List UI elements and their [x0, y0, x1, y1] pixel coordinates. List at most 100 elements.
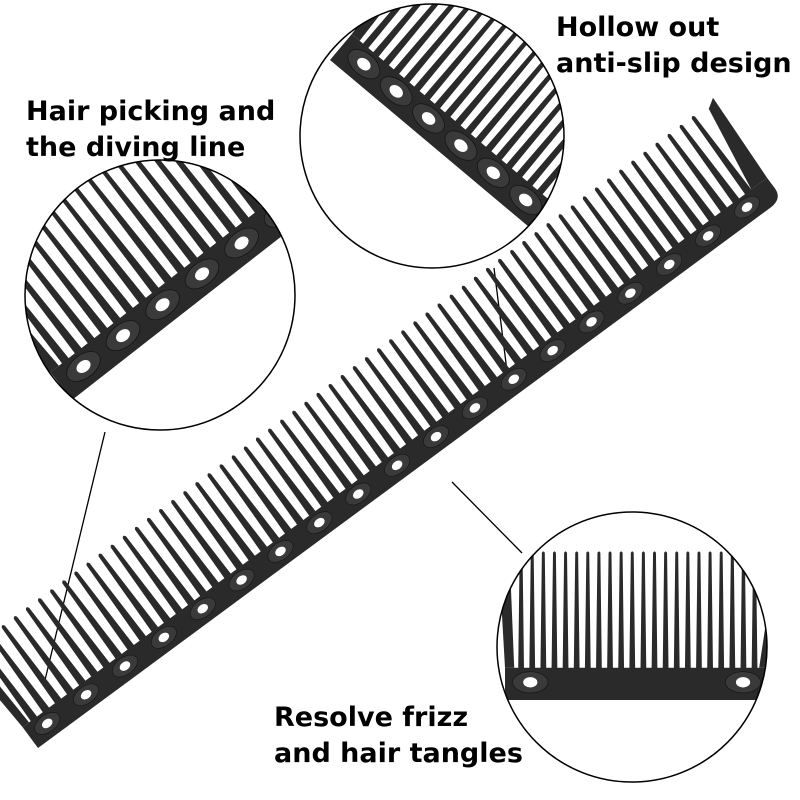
comb-tooth	[696, 551, 702, 669]
comb-hole	[586, 317, 597, 327]
comb-hole	[741, 202, 753, 212]
comb-tooth	[510, 249, 571, 329]
comb-tooth	[740, 551, 747, 669]
comb-tooth	[25, 227, 109, 335]
comb-hole	[314, 517, 325, 528]
main-comb-body	[0, 97, 778, 748]
comb-tooth	[551, 551, 558, 669]
comb-tooth	[364, 357, 425, 437]
comb-tooth	[562, 551, 569, 669]
comb-hole	[625, 288, 636, 298]
connector-line-picking	[44, 431, 106, 681]
comb-end-tooth	[759, 547, 767, 668]
comb-hole	[523, 677, 538, 688]
comb-tooth	[522, 241, 583, 320]
comb-tooth	[495, 46, 564, 161]
comb-hole	[391, 460, 403, 471]
comb-tooth	[231, 455, 292, 535]
comb-tooth	[207, 473, 268, 553]
comb-tooth	[292, 410, 353, 490]
comb-tooth	[122, 535, 183, 615]
comb-tooth	[529, 551, 536, 669]
comb-hole	[155, 298, 170, 312]
comb-tooth	[255, 437, 317, 517]
comb-hole	[702, 231, 714, 241]
comb-tooth	[87, 177, 173, 285]
comb-hole	[80, 689, 92, 700]
comb-tooth	[0, 634, 50, 713]
comb-end-tooth	[0, 652, 30, 728]
comb-tooth	[48, 207, 134, 315]
comb-tooth	[673, 551, 680, 669]
comb-tooth	[584, 551, 591, 669]
comb-hole	[353, 489, 364, 499]
callout-picking-line1: Hair picking and	[26, 96, 276, 127]
comb-tooth	[352, 366, 413, 446]
comb-tooth	[159, 508, 220, 588]
comb-tooth	[403, 4, 501, 84]
comb-tooth	[164, 160, 250, 224]
comb-tooth	[377, 348, 438, 428]
comb-tooth	[219, 464, 280, 544]
main-comb	[0, 97, 778, 748]
comb-tooth	[171, 500, 232, 579]
comb-tooth	[449, 294, 510, 374]
comb-tooth	[1, 625, 62, 705]
comb-tooth	[729, 551, 736, 669]
comb-hole	[119, 661, 131, 671]
comb-tooth	[183, 491, 244, 571]
comb-tooth	[679, 124, 740, 204]
comb-tooth	[13, 616, 74, 696]
comb-hole	[430, 431, 442, 442]
comb-tooth	[607, 551, 613, 669]
comb-tooth	[362, 4, 460, 50]
comb-tooth	[570, 205, 631, 285]
comb-hole	[357, 57, 371, 71]
comb-tooth	[594, 187, 656, 267]
comb-tooth	[280, 419, 341, 499]
comb-tooth	[151, 160, 237, 234]
comb-tooth	[0, 642, 38, 722]
zoom-circle-frizz	[496, 511, 768, 783]
comb-tooth	[86, 562, 147, 642]
comb-hole	[158, 632, 170, 643]
comb-tooth	[50, 589, 111, 669]
comb-tooth	[596, 551, 602, 669]
comb-tooth	[25, 247, 83, 355]
comb-tooth	[74, 571, 135, 651]
comb-hole	[389, 84, 403, 98]
comb-tooth	[413, 321, 474, 401]
comb-tooth	[110, 544, 171, 624]
comb-tooth	[25, 607, 86, 687]
comb-hole	[664, 259, 675, 270]
comb-tooth	[707, 551, 713, 669]
connector-line-frizz	[451, 481, 523, 554]
callout-hollow-label: Hollow out anti-slip design	[556, 10, 792, 82]
comb-tooth	[505, 55, 564, 170]
comb-tooth	[640, 551, 647, 669]
comb-tooth	[340, 375, 401, 454]
comb-tooth	[619, 169, 680, 249]
comb-tooth	[74, 187, 160, 295]
comb-tooth	[243, 446, 304, 526]
comb-tooth	[328, 383, 389, 463]
comb-tooth	[691, 116, 752, 195]
comb-hole	[421, 112, 436, 125]
comb-hole	[735, 677, 751, 688]
comb-tooth	[38, 598, 99, 678]
comb-hole	[41, 718, 53, 729]
comb-tooth	[607, 178, 668, 258]
comb-tooth	[382, 4, 480, 67]
comb-hole	[76, 360, 91, 373]
comb-tooth	[147, 517, 208, 597]
comb-tooth	[316, 392, 377, 472]
comb-tooth	[651, 551, 658, 669]
comb-hole	[519, 193, 533, 207]
callout-frizz-label: Resolve frizz and hair tangles	[274, 700, 523, 772]
comb-tooth	[518, 551, 524, 669]
comb-tooth	[526, 72, 564, 187]
comb-tooth	[751, 551, 758, 669]
comb-tooth	[61, 197, 147, 305]
comb-tooth	[540, 551, 547, 669]
comb-tooth	[473, 276, 534, 356]
